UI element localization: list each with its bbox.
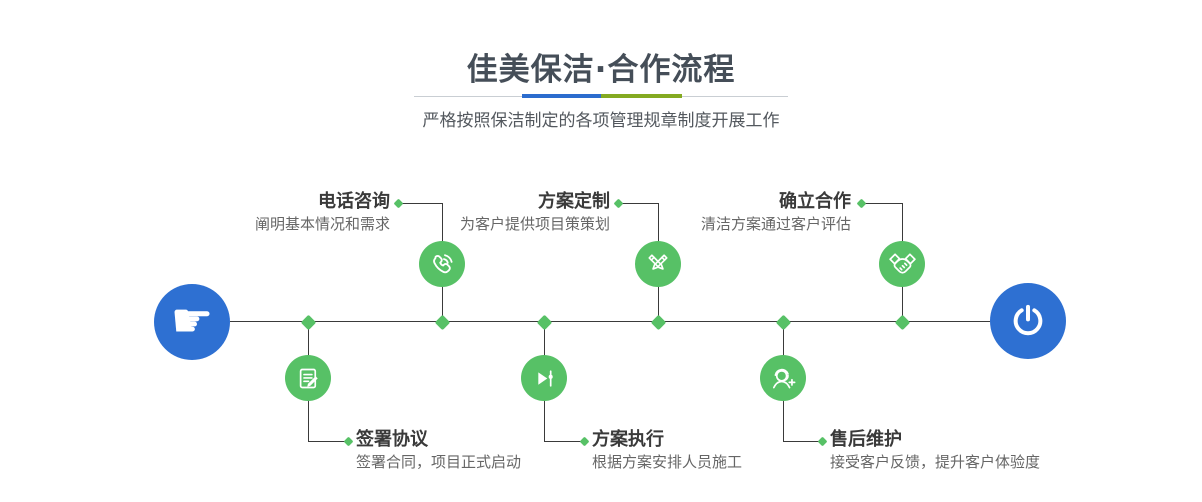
play-icon <box>537 369 553 387</box>
label-diamond <box>856 198 866 208</box>
power-icon <box>1013 304 1043 336</box>
end-node <box>990 283 1066 359</box>
timeline-line <box>230 321 990 322</box>
divider-blue-segment <box>522 94 601 98</box>
title-divider <box>414 94 788 98</box>
timeline-diamond <box>300 314 316 330</box>
step-node-plan <box>635 241 681 287</box>
timeline-diamond <box>434 314 450 330</box>
step-node-phone <box>419 241 465 287</box>
step-desc: 清洁方案通过客户评估 <box>700 215 851 233</box>
step-node-aftersale <box>760 355 806 401</box>
contract-icon <box>299 368 318 388</box>
page-subtitle: 严格按照保洁制定的各项管理规章制度开展工作 <box>422 111 780 131</box>
label-diamond <box>817 436 827 446</box>
step-title: 方案执行 <box>592 429 664 450</box>
connector-line <box>861 203 902 204</box>
step-desc: 签署合同，项目正式启动 <box>356 453 522 471</box>
connector-line <box>618 203 658 204</box>
connector-line <box>308 441 348 442</box>
headset-icon <box>772 368 795 388</box>
step-node-contract <box>285 355 331 401</box>
connector-line <box>398 203 442 204</box>
step-title: 方案定制 <box>538 191 610 212</box>
hand-pointer-icon: ☛ <box>170 292 214 349</box>
timeline-diamond <box>775 314 791 330</box>
step-title: 签署协议 <box>356 429 428 450</box>
step-label-execute: 方案执行 根据方案安排人员施工 <box>592 429 742 474</box>
connector-line <box>783 441 822 442</box>
label-diamond <box>393 198 403 208</box>
step-label-phone: 电话咨询 阐明基本情况和需求 <box>255 191 390 236</box>
start-node: ☛ <box>154 284 230 360</box>
connector-line <box>544 441 584 442</box>
phone-icon <box>433 254 453 274</box>
step-desc: 为客户提供项目策策划 <box>459 215 610 233</box>
step-desc: 阐明基本情况和需求 <box>254 215 390 233</box>
timeline-diamond <box>894 314 910 330</box>
pen-tools-icon <box>648 254 668 270</box>
step-title: 确立合作 <box>779 191 851 212</box>
step-title: 售后维护 <box>830 429 902 450</box>
label-diamond <box>613 198 623 208</box>
step-node-execute <box>521 355 567 401</box>
label-diamond <box>579 436 589 446</box>
step-label-cooperate: 确立合作 清洁方案通过客户评估 <box>701 191 851 236</box>
step-title: 电话咨询 <box>318 191 390 212</box>
step-label-contract: 签署协议 签署合同，项目正式启动 <box>356 429 521 474</box>
step-label-plan: 方案定制 为客户提供项目策策划 <box>460 191 610 236</box>
step-node-cooperate <box>879 241 925 287</box>
handshake-icon <box>888 252 916 274</box>
label-diamond <box>343 436 353 446</box>
timeline-diamond <box>650 314 666 330</box>
timeline-diamond <box>536 314 552 330</box>
step-desc: 接受客户反馈，提升客户体验度 <box>830 453 1041 471</box>
divider-green-segment <box>601 94 682 98</box>
page-title: 佳美保洁·合作流程 <box>466 52 736 88</box>
step-desc: 根据方案安排人员施工 <box>592 453 743 471</box>
step-label-aftersale: 售后维护 接受客户反馈，提升客户体验度 <box>830 429 1040 474</box>
